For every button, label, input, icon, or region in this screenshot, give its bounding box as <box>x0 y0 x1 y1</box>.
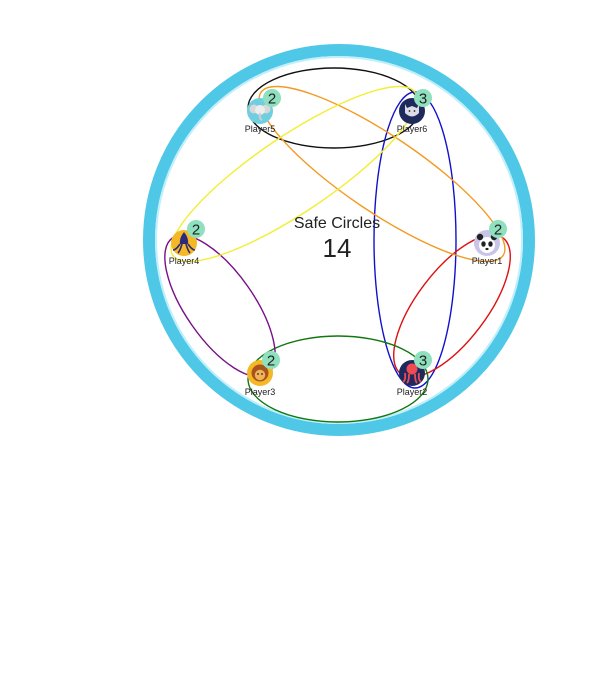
count-badge <box>263 89 281 107</box>
connection-player6-player2[interactable] <box>373 91 457 389</box>
score-value: 14 <box>323 233 352 263</box>
player-name: Player2 <box>397 387 428 397</box>
octopus-tentacles <box>402 372 422 384</box>
lion-eye-right <box>261 373 263 375</box>
count-badge-text: 2 <box>268 91 276 108</box>
wolf-eye-left <box>408 110 411 112</box>
player-name: Player4 <box>169 256 200 266</box>
player-node-6[interactable]: 3 Player6 <box>397 89 432 134</box>
outer-ring-inner-highlight <box>155 56 523 424</box>
panda-face <box>479 237 495 253</box>
panda-eye-right <box>488 241 493 247</box>
player-name: Player1 <box>472 256 503 266</box>
lion-eye-left <box>257 373 259 375</box>
count-badge <box>489 220 507 238</box>
panda-eye-left <box>481 241 486 247</box>
panda-ear-left <box>476 233 484 241</box>
wolf-head <box>405 104 419 117</box>
game-title: Safe Circles <box>294 215 380 232</box>
player-name: Player3 <box>245 387 276 397</box>
count-badge <box>414 89 432 107</box>
elephant-head <box>255 105 265 115</box>
player-node-3[interactable]: 2 Player3 <box>245 351 280 397</box>
connection-player3-player2[interactable] <box>247 335 429 423</box>
count-badge-text: 2 <box>267 353 275 370</box>
player-name: Player6 <box>397 124 428 134</box>
panda-nose <box>485 247 489 251</box>
player-node-5[interactable]: 2 Player5 <box>245 89 281 134</box>
count-badge <box>414 351 432 369</box>
count-badge-text: 2 <box>494 222 502 239</box>
elephant-trunk <box>258 112 263 121</box>
octopus-head <box>406 363 418 375</box>
player-node-1[interactable]: 2 Player1 <box>472 220 507 266</box>
wolf-eye-right <box>413 110 416 112</box>
count-badge <box>262 351 280 369</box>
player-node-4[interactable]: 2 Player4 <box>169 220 205 266</box>
player-node-2[interactable]: 3 Player2 <box>397 351 432 397</box>
count-badge-text: 3 <box>419 353 427 370</box>
count-badge <box>187 220 205 238</box>
player-name: Player5 <box>245 124 276 134</box>
count-badge-text: 3 <box>419 91 427 108</box>
connection-player5-player1[interactable] <box>240 61 525 287</box>
connection-player4-player6[interactable] <box>152 61 437 287</box>
squid-body <box>179 232 189 244</box>
count-badge-text: 2 <box>192 222 200 239</box>
outer-ring <box>143 44 535 436</box>
lion-face <box>254 369 266 381</box>
squid-tentacles <box>172 243 196 254</box>
